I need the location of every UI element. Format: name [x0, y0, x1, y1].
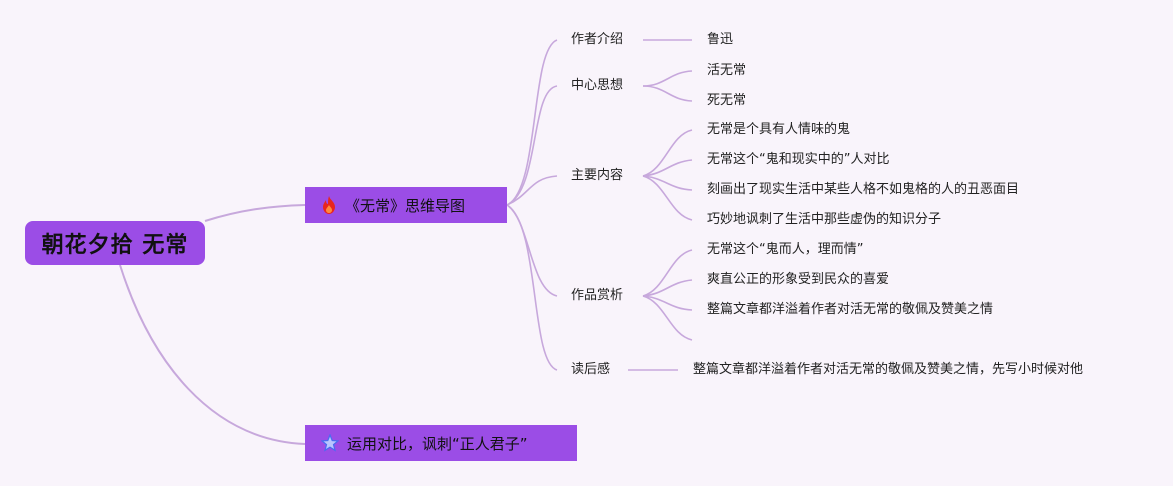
link-branch3-leaf1: [642, 129, 693, 177]
link-branch3-leaf3: [642, 175, 693, 191]
leaf-content-2[interactable]: 无常这个“鬼和现实中的”人对比: [707, 152, 890, 167]
link-branch4-leaf4: [642, 295, 693, 341]
link-main-branch-4: [506, 204, 558, 297]
link-branch2-leaf1: [642, 70, 693, 87]
link-main-branch-5: [506, 204, 558, 371]
leaf-content-3[interactable]: 刻画出了现实生活中某些人格不如鬼格的人的丑恶面目: [707, 182, 1020, 197]
link-branch3-leaf4: [642, 175, 693, 221]
leaf-appreciation-2[interactable]: 爽直公正的形象受到民众的喜爱: [707, 272, 890, 287]
branch-appreciation[interactable]: 作品赏析: [571, 288, 623, 304]
branch-reflection[interactable]: 读后感: [571, 362, 610, 378]
main-topic-label: 《无常》思维导图: [345, 196, 466, 215]
branch-author[interactable]: 作者介绍: [571, 32, 623, 48]
branch-label: 作品赏析: [571, 288, 624, 303]
branch-main-content[interactable]: 主要内容: [571, 168, 623, 184]
branch-label: 读后感: [571, 362, 611, 377]
link-main-branch-3: [506, 175, 558, 206]
leaf-content-1[interactable]: 无常是个具有人情味的鬼: [707, 122, 851, 137]
root-title: 朝花夕拾 无常: [41, 233, 189, 258]
link-main-branch-1: [506, 39, 558, 206]
star-icon: [321, 434, 339, 452]
leaf-content-4[interactable]: 巧妙地讽刺了生活中那些虚伪的知识分子: [707, 212, 942, 227]
main-topic-contrast[interactable]: 运用对比，讽刺“正人君子”: [305, 425, 577, 461]
link-root-main-1: [204, 204, 306, 222]
link-root-main-2: [119, 264, 306, 445]
branch-label: 中心思想: [571, 78, 624, 93]
fire-icon: [321, 196, 337, 214]
branch-central-idea[interactable]: 中心思想: [571, 78, 623, 94]
link-branch2-leaf2: [642, 85, 693, 102]
link-branch4-leaf1: [642, 249, 693, 297]
leaf-central-1[interactable]: 活无常: [707, 63, 747, 78]
branch-label: 作者介绍: [571, 32, 624, 47]
leaf-reflection-1[interactable]: 整篇文章都洋溢着作者对活无常的敬佩及赞美之情，先写小时候对他: [693, 362, 1084, 377]
root-topic[interactable]: 朝花夕拾 无常: [25, 221, 205, 265]
leaf-appreciation-3[interactable]: 整篇文章都洋溢着作者对活无常的敬佩及赞美之情: [707, 302, 994, 317]
link-branch4-leaf2: [642, 279, 693, 297]
link-main-branch-2: [506, 85, 558, 206]
link-branch4-leaf3: [642, 295, 693, 311]
leaf-central-2[interactable]: 死无常: [707, 93, 747, 108]
branch-label: 主要内容: [571, 168, 624, 183]
main-topic-label: 运用对比，讽刺“正人君子”: [347, 434, 528, 453]
leaf-appreciation-1[interactable]: 无常这个“鬼而人，理而情”: [707, 242, 864, 257]
leaf-author-1[interactable]: 鲁迅: [707, 32, 734, 47]
link-branch3-leaf2: [642, 159, 693, 177]
main-topic-mindmap[interactable]: 《无常》思维导图: [305, 187, 507, 223]
